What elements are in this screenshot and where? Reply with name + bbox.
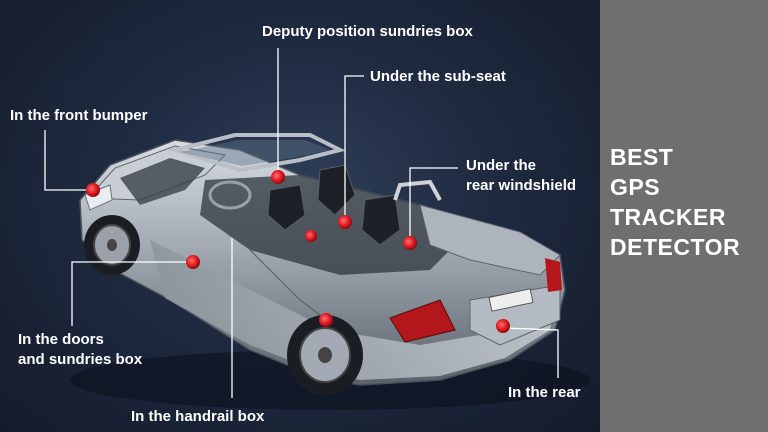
marker-deputy [271, 170, 285, 184]
label-doors-line1: In the doors [18, 331, 104, 348]
label-rear-windshield-line2: rear windshield [466, 177, 577, 194]
leader-line-doors [71, 261, 192, 326]
label-deputy-position: Deputy position sundries box [262, 23, 473, 40]
headline-line-3: TRACKER [610, 204, 726, 230]
headline-panel: BEST GPS TRACKER DETECTOR [600, 0, 768, 432]
car-body [79, 133, 566, 395]
marker-rear-windshield [403, 236, 417, 250]
leader-line-subseat [344, 75, 364, 218]
front-wheel [84, 215, 140, 275]
label-rear-windshield-line1: Under the [466, 157, 537, 174]
label-in-the-rear: In the rear [508, 384, 581, 401]
headline-line-1: BEST [610, 144, 674, 170]
marker-front-bumper [86, 183, 100, 197]
marker-rear [496, 319, 510, 333]
headline-title: BEST GPS TRACKER DETECTOR [610, 142, 766, 262]
car-illustration [44, 48, 590, 410]
leader-lines [44, 48, 559, 398]
markers [86, 170, 510, 333]
marker-doors [186, 255, 200, 269]
rear-wheel [287, 315, 363, 395]
leader-line-rear [502, 327, 559, 378]
leader-line-front-bumper [44, 130, 88, 191]
headline-line-4: DETECTOR [610, 234, 741, 260]
marker-subseat [338, 215, 352, 229]
label-handrail-box: In the handrail box [131, 408, 265, 425]
label-under-sub-seat: Under the sub-seat [370, 68, 506, 85]
headline-line-2: GPS [610, 174, 661, 200]
label-doors-line2: and sundries box [18, 351, 143, 368]
label-front-bumper: In the front bumper [10, 107, 148, 124]
marker-handrail [305, 230, 317, 242]
diagram-panel: Deputy position sundries box Under the s… [0, 0, 600, 432]
leader-line-rear-windshield [409, 167, 458, 240]
marker-wheel-area [319, 313, 333, 327]
